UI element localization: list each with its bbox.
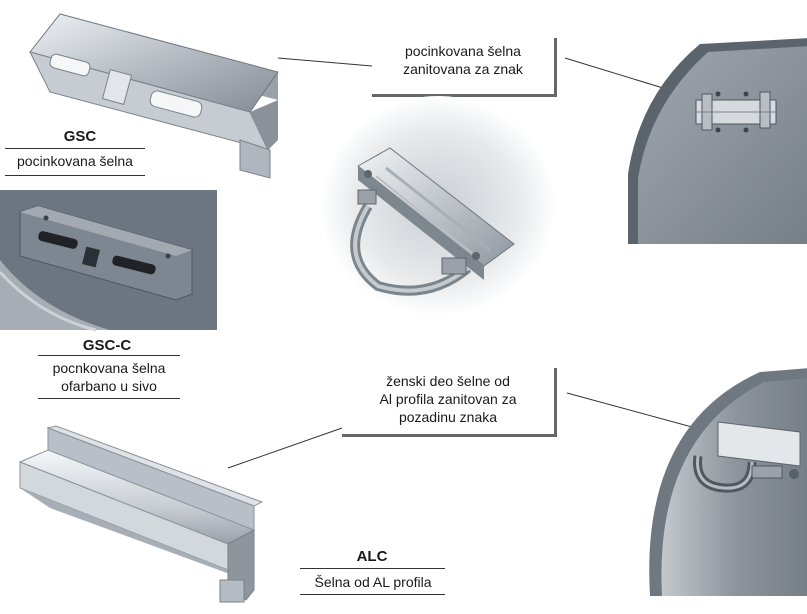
- gscc-underline: [38, 398, 180, 399]
- callout-galvanized-riveted: pocinkovana šelna zanitovana za znak: [372, 38, 557, 97]
- callout-top-line1: pocinkovana šelna: [405, 43, 521, 59]
- gscc-title: GSC-C: [82, 337, 132, 354]
- gscc-description-line2: ofarbano u sivo: [61, 378, 157, 394]
- gsc-description: pocinkovana šelna: [17, 153, 133, 169]
- gsc-divider: [5, 148, 145, 149]
- alc-profile-image: [18, 425, 264, 603]
- gsc-bracket-image: [29, 13, 279, 179]
- gscc-divider: [38, 355, 180, 356]
- gscc-bracket-image: [0, 190, 217, 332]
- pole-clamp-image: [320, 96, 556, 316]
- callout-middle-line3: pozadinu znaka: [398, 409, 498, 425]
- callout-middle-line2: Al profila zanitovan za: [379, 391, 517, 407]
- callout-female-al-part: ženski deo šelne od Al profila zanitovan…: [342, 368, 557, 437]
- gscc-description-line1: pocnkovana šelna: [52, 360, 166, 376]
- alc-underline: [300, 594, 445, 595]
- alc-title: ALC: [356, 548, 388, 565]
- gsc-underline: [5, 175, 145, 176]
- callout-middle-line1: ženski deo šelne od: [386, 373, 510, 389]
- sign-riveted-bracket-image: [628, 38, 807, 244]
- sign-al-clamp-image: [649, 368, 807, 596]
- alc-description: Šelna od AL profila: [314, 574, 432, 590]
- callout-top-line2: zanitovana za znak: [403, 61, 523, 77]
- gsc-title: GSC: [63, 128, 97, 145]
- alc-divider: [300, 568, 445, 569]
